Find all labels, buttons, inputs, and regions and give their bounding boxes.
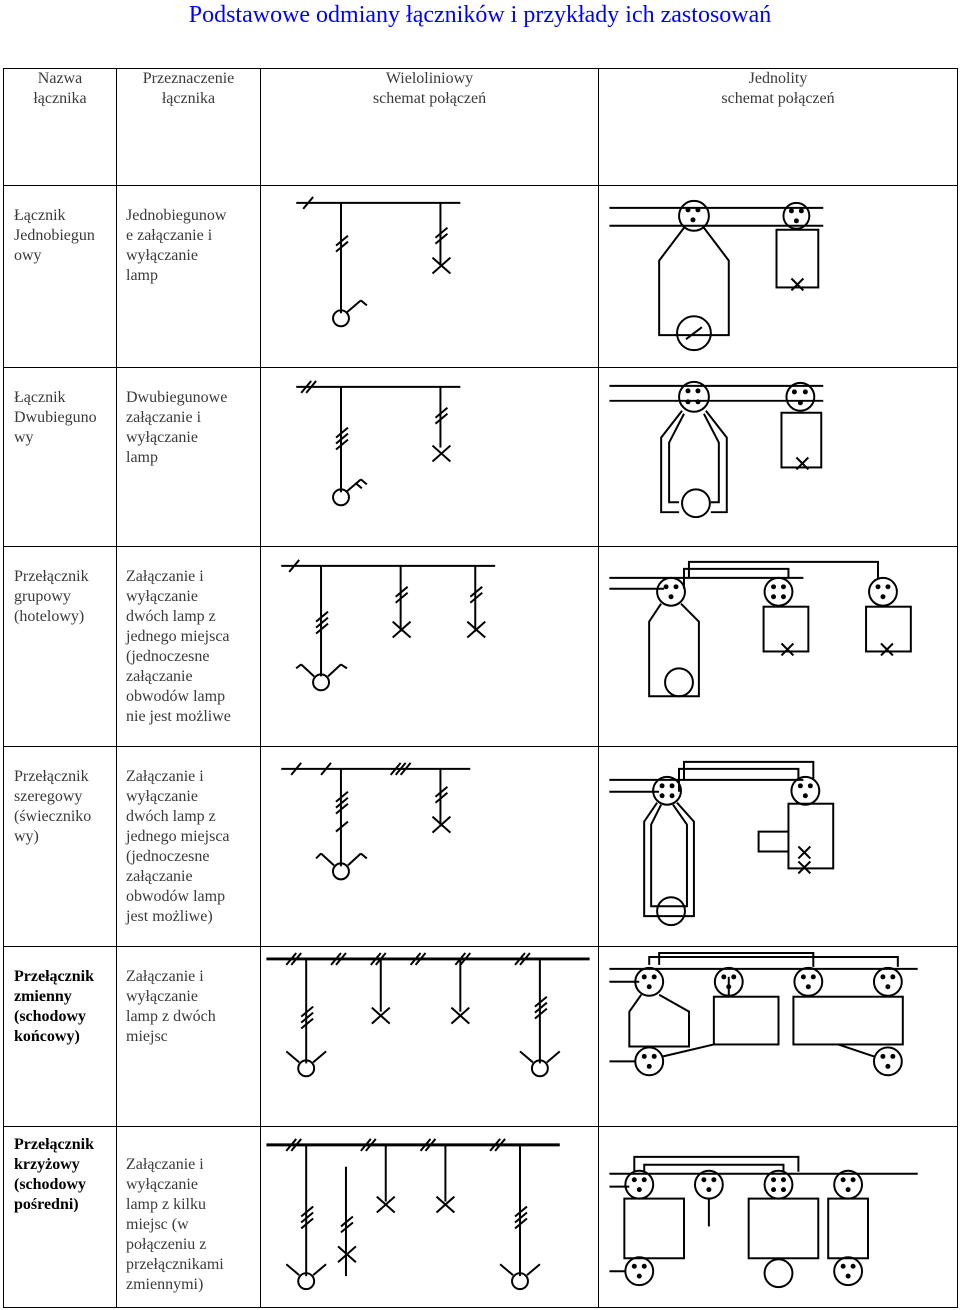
row-purpose-cell: Załączanie i wyłączanie lamp z kilku mie… [116,1126,261,1308]
table-row: Przełącznik grupowy (hotelowy) Załączani… [3,546,958,747]
header-singleline: Jednolity schemat połączeń [598,68,958,186]
table-row: Przełącznik zmienny (schodowy końcowy) Z… [3,946,958,1127]
row-name-cell: Przełącznik krzyżowy (schodowy pośredni) [3,1126,117,1308]
singleline-diagram-double-pole [609,380,824,519]
multiline-diagram-cell [260,367,599,547]
header-name: Nazwa łącznika [3,68,117,186]
singleline-diagram-cross-switch [609,1155,918,1289]
singleline-diagram-cell [598,746,958,947]
multiline-diagram-cell [260,1126,599,1308]
table-row: Łącznik Jednobiegun owy Jednobiegunow e … [3,185,958,368]
row-name-cell: Przełącznik zmienny (schodowy końcowy) [3,946,117,1127]
multiline-diagram-cell [260,946,599,1127]
table-row: Przełącznik krzyżowy (schodowy pośredni)… [3,1126,958,1308]
table-row: Przełącznik szeregowy (świeczniko wy) Za… [3,746,958,947]
row-name-cell: Przełącznik grupowy (hotelowy) [3,546,117,747]
row-purpose-cell: Dwubiegunowe załączanie i wyłączanie lam… [116,367,261,547]
multiline-diagram-single-pole [296,196,461,328]
multiline-diagram-double-pole [296,380,461,507]
multiline-diagram-changeover-switch [266,952,590,1078]
multiline-diagram-cross-switch [266,1138,560,1291]
multiline-diagram-cell [260,746,599,947]
singleline-diagram-cell [598,946,958,1127]
row-purpose-cell: Załączanie i wyłączanie dwóch lamp z jed… [116,546,261,747]
table-row: Łącznik Dwubieguno wy Dwubiegunowe załąc… [3,367,958,547]
row-name-cell: Przełącznik szeregowy (świeczniko wy) [3,746,117,947]
singleline-diagram-cell [598,546,958,747]
row-name-cell: Łącznik Jednobiegun owy [3,185,117,368]
singleline-diagram-cell [598,367,958,547]
row-purpose-cell: Jednobiegunow e załączanie i wyłączanie … [116,185,261,368]
singleline-diagram-changeover-switch [609,951,918,1077]
singleline-diagram-cell [598,185,958,368]
singleline-diagram-group-switch [609,560,912,698]
row-name-cell: Łącznik Dwubieguno wy [3,367,117,547]
header-multiline: Wieloliniowy schemat połączeń [260,68,599,186]
switch-types-table: Nazwa łącznika Przeznaczenie łącznika Wi… [3,68,958,1308]
page-title: Podstawowe odmiany łączników i przykłady… [188,2,772,28]
multiline-diagram-cell [260,185,599,368]
header-purpose: Przeznaczenie łącznika [116,68,261,186]
row-purpose-cell: Załączanie i wyłączanie lamp z dwóch mie… [116,946,261,1127]
multiline-diagram-cell [260,546,599,747]
row-purpose-cell: Załączanie i wyłączanie dwóch lamp z jed… [116,746,261,947]
singleline-diagram-series-switch [609,760,835,927]
singleline-diagram-single-pole [609,199,824,352]
multiline-diagram-series-switch [281,762,471,881]
singleline-diagram-cell [598,1126,958,1308]
multiline-diagram-group-switch [281,559,496,692]
header-row: Nazwa łącznika Przeznaczenie łącznika Wi… [3,68,958,186]
